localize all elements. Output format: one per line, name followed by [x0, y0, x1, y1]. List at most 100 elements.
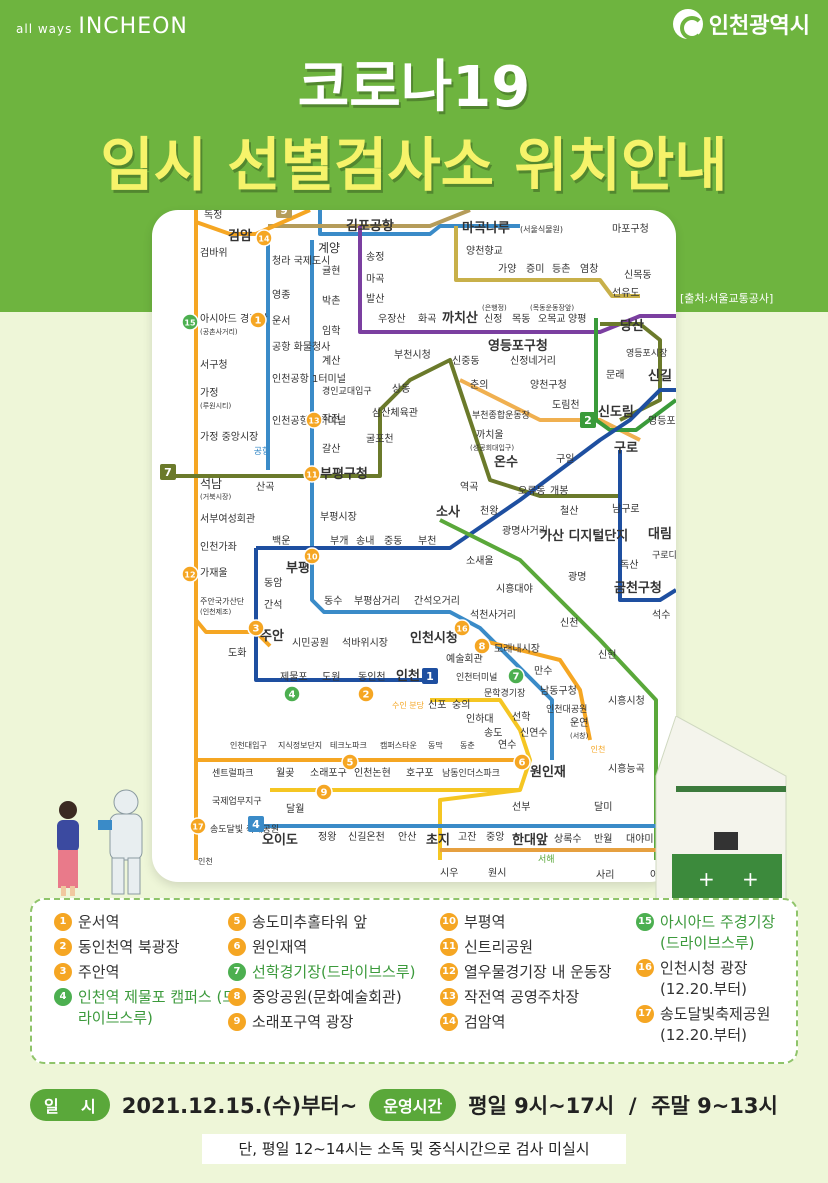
station-label: 부천: [418, 535, 436, 547]
line-badge-box: [580, 412, 596, 428]
legend-text: 동인천역 북광장: [78, 938, 180, 956]
line-badge-number: 9: [280, 210, 288, 217]
station-label: 소사: [436, 504, 460, 520]
station-label: 독산: [620, 559, 638, 571]
title-line-2: 임시 선별검사소 위치안내: [100, 131, 728, 199]
notice-text: 단, 평일 12~14시는 소독 및 중식시간으로 검사 미실시: [202, 1134, 626, 1164]
site-marker-circle: [507, 667, 525, 685]
station-label: (서창): [570, 731, 589, 740]
legend-number: 7: [228, 963, 246, 981]
station-label: 운서: [272, 315, 290, 327]
station-label: 검암: [228, 228, 252, 244]
subway-line-7: [310, 240, 554, 760]
site-marker-circle: [513, 753, 531, 771]
station-label: 원인재: [530, 764, 566, 780]
site-marker-12: 12: [181, 565, 199, 583]
station-label: 춘의: [470, 379, 488, 391]
station-label: 박촌: [322, 295, 340, 307]
station-label: 문학경기장: [484, 687, 525, 699]
subway-line-14: [618, 450, 676, 602]
hours-label-pill: 운영시간: [369, 1089, 457, 1121]
svg-text:+: +: [742, 867, 759, 891]
station-label: 부평시장: [320, 511, 357, 523]
site-marker-circle: [283, 685, 301, 703]
station-label: 신정: [484, 313, 502, 325]
station-label: 가양: [498, 263, 516, 275]
station-label: 한대앞: [512, 832, 548, 848]
legend-number: 10: [440, 913, 458, 931]
date-text: 2021.12.15.(수)부터~: [121, 1094, 358, 1118]
station-label: 천왕: [480, 505, 498, 517]
station-label: 염창: [580, 263, 598, 275]
site-marker-circle: [341, 753, 359, 771]
legend-number: 6: [228, 938, 246, 956]
station-label: 김포공항: [346, 218, 394, 234]
station-label: 호구포: [406, 767, 434, 779]
station-label: 수인 분당: [392, 700, 425, 710]
station-label: 화곡: [418, 313, 436, 325]
site-marker-number: 7: [513, 672, 520, 683]
legend-text: 아시아드 주경기장 (드라이브스루): [660, 913, 776, 952]
subway-line-13: [254, 548, 430, 682]
station-label: 인천대입구: [230, 740, 267, 750]
legend-text: 검암역: [464, 1013, 506, 1031]
station-label: 경인교대입구: [322, 385, 372, 397]
map-source: [출처:서울교통공사]: [680, 292, 774, 305]
station-label: 상록수: [554, 833, 582, 845]
hours-text: 평일 9시~17시 / 주말 9~13시: [468, 1094, 778, 1118]
station-label: 신도림: [598, 405, 634, 420]
legend-text: 부평역: [464, 913, 506, 931]
site-marker-3: 3: [247, 619, 265, 637]
legend-number: 9: [228, 1013, 246, 1031]
station-label: 인천논현: [354, 767, 391, 779]
station-label: 영등포구청: [488, 338, 548, 354]
station-label: 인천대공원: [546, 704, 587, 715]
site-marker-circle: [247, 619, 265, 637]
station-label: 부평삼거리: [354, 595, 400, 607]
station-label: 신길: [648, 369, 672, 384]
site-marker-4: 4: [283, 685, 301, 703]
legend-text: 신트리공원: [464, 938, 534, 956]
city-emblem-icon: [672, 9, 704, 40]
station-label: 양천향교: [466, 245, 503, 257]
line-badge-box: [160, 464, 176, 480]
station-label: 우장산: [378, 313, 406, 325]
station-label: 구로: [614, 441, 638, 456]
station-label: 연수: [498, 739, 516, 751]
station-label: 산곡: [256, 481, 274, 493]
station-label: 원시: [488, 867, 506, 879]
station-label: 철산: [560, 505, 578, 517]
legend-number: 8: [228, 988, 246, 1006]
station-label: 신포: [428, 699, 446, 711]
site-marker-circle: [181, 313, 199, 331]
station-label: 소새울: [466, 555, 494, 567]
station-label: 주안국가산단: [200, 596, 245, 606]
site-marker-number: 16: [456, 625, 468, 634]
legend-text: 중앙공원(문화예술회관): [252, 988, 402, 1006]
legend-number: 13: [440, 988, 458, 1006]
station-label: 중동: [384, 535, 402, 547]
station-label: 오이도: [262, 832, 298, 848]
station-label: 캠퍼스타운: [380, 740, 417, 750]
station-label: 선유도: [612, 287, 640, 299]
site-marker-15: 15: [181, 313, 199, 331]
station-label: 서구청: [200, 359, 228, 371]
legend-number: 12: [440, 963, 458, 981]
station-label: 시흥시청: [608, 694, 645, 707]
legend-number: 5: [228, 913, 246, 931]
site-marker-circle: [453, 619, 471, 637]
station-label: 개봉: [550, 485, 568, 497]
site-marker-number: 1: [255, 316, 262, 327]
legend-text: 열우물경기장 내 운동장: [464, 963, 612, 981]
line-badge-1: 1: [422, 668, 438, 684]
station-label: 목동: [512, 313, 530, 325]
subway-line-11: [594, 318, 676, 432]
station-label: 신천: [560, 617, 578, 629]
station-label: 금천구청: [614, 580, 662, 596]
station-label: 대림: [648, 527, 672, 542]
